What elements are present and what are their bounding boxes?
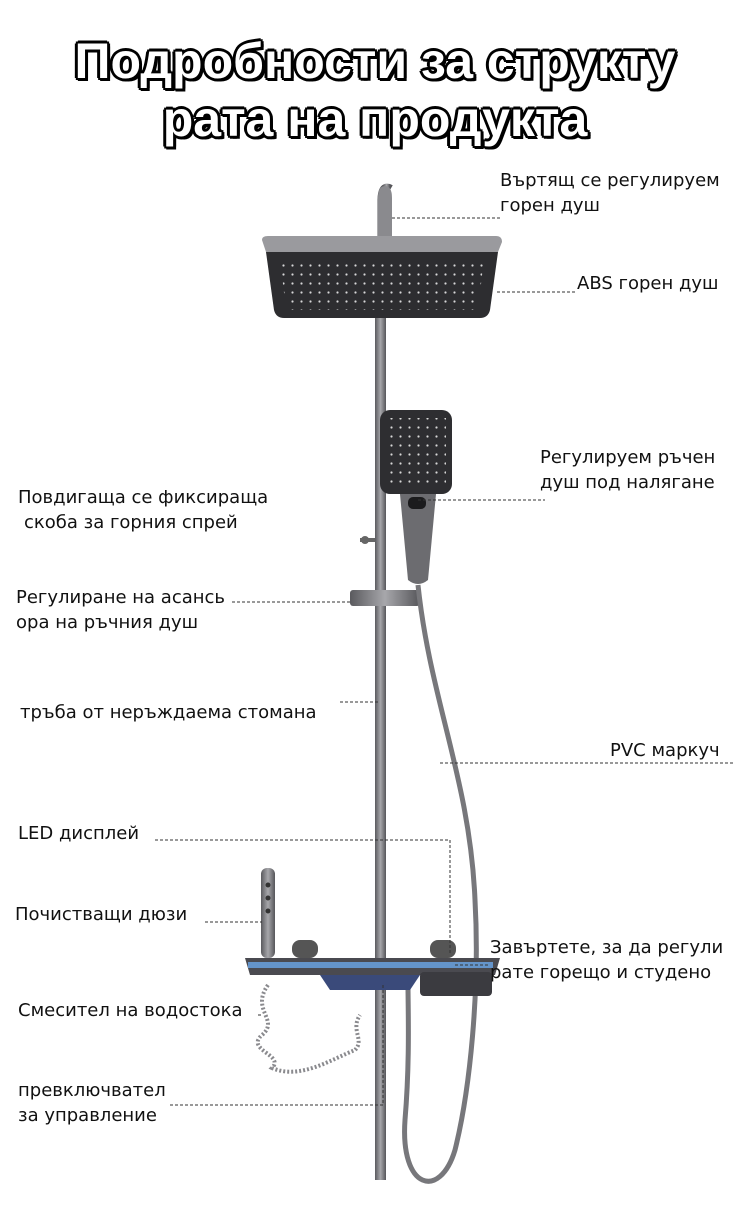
label-cleaning-nozzles: Почистващи дюзи [15,904,188,925]
label-abs-top-shower: ABS горен душ [577,273,719,294]
top-shower-head [262,236,502,252]
label-drain-mixer: Смесител на водостока [18,1000,243,1021]
spiral-hose [255,983,362,1074]
pvc-hose [402,584,479,1184]
label-steel-pipe: тръба от неръждаема стомана [20,702,317,723]
slide-bracket [350,590,420,606]
steel-pipe [375,300,386,1180]
page-title: Подробности за структу рата на продукта [74,33,676,147]
label-led-display: LED дисплей [18,823,140,844]
leader-lines [155,217,735,1106]
label-pvc-hose: PVC маркуч [610,740,720,761]
